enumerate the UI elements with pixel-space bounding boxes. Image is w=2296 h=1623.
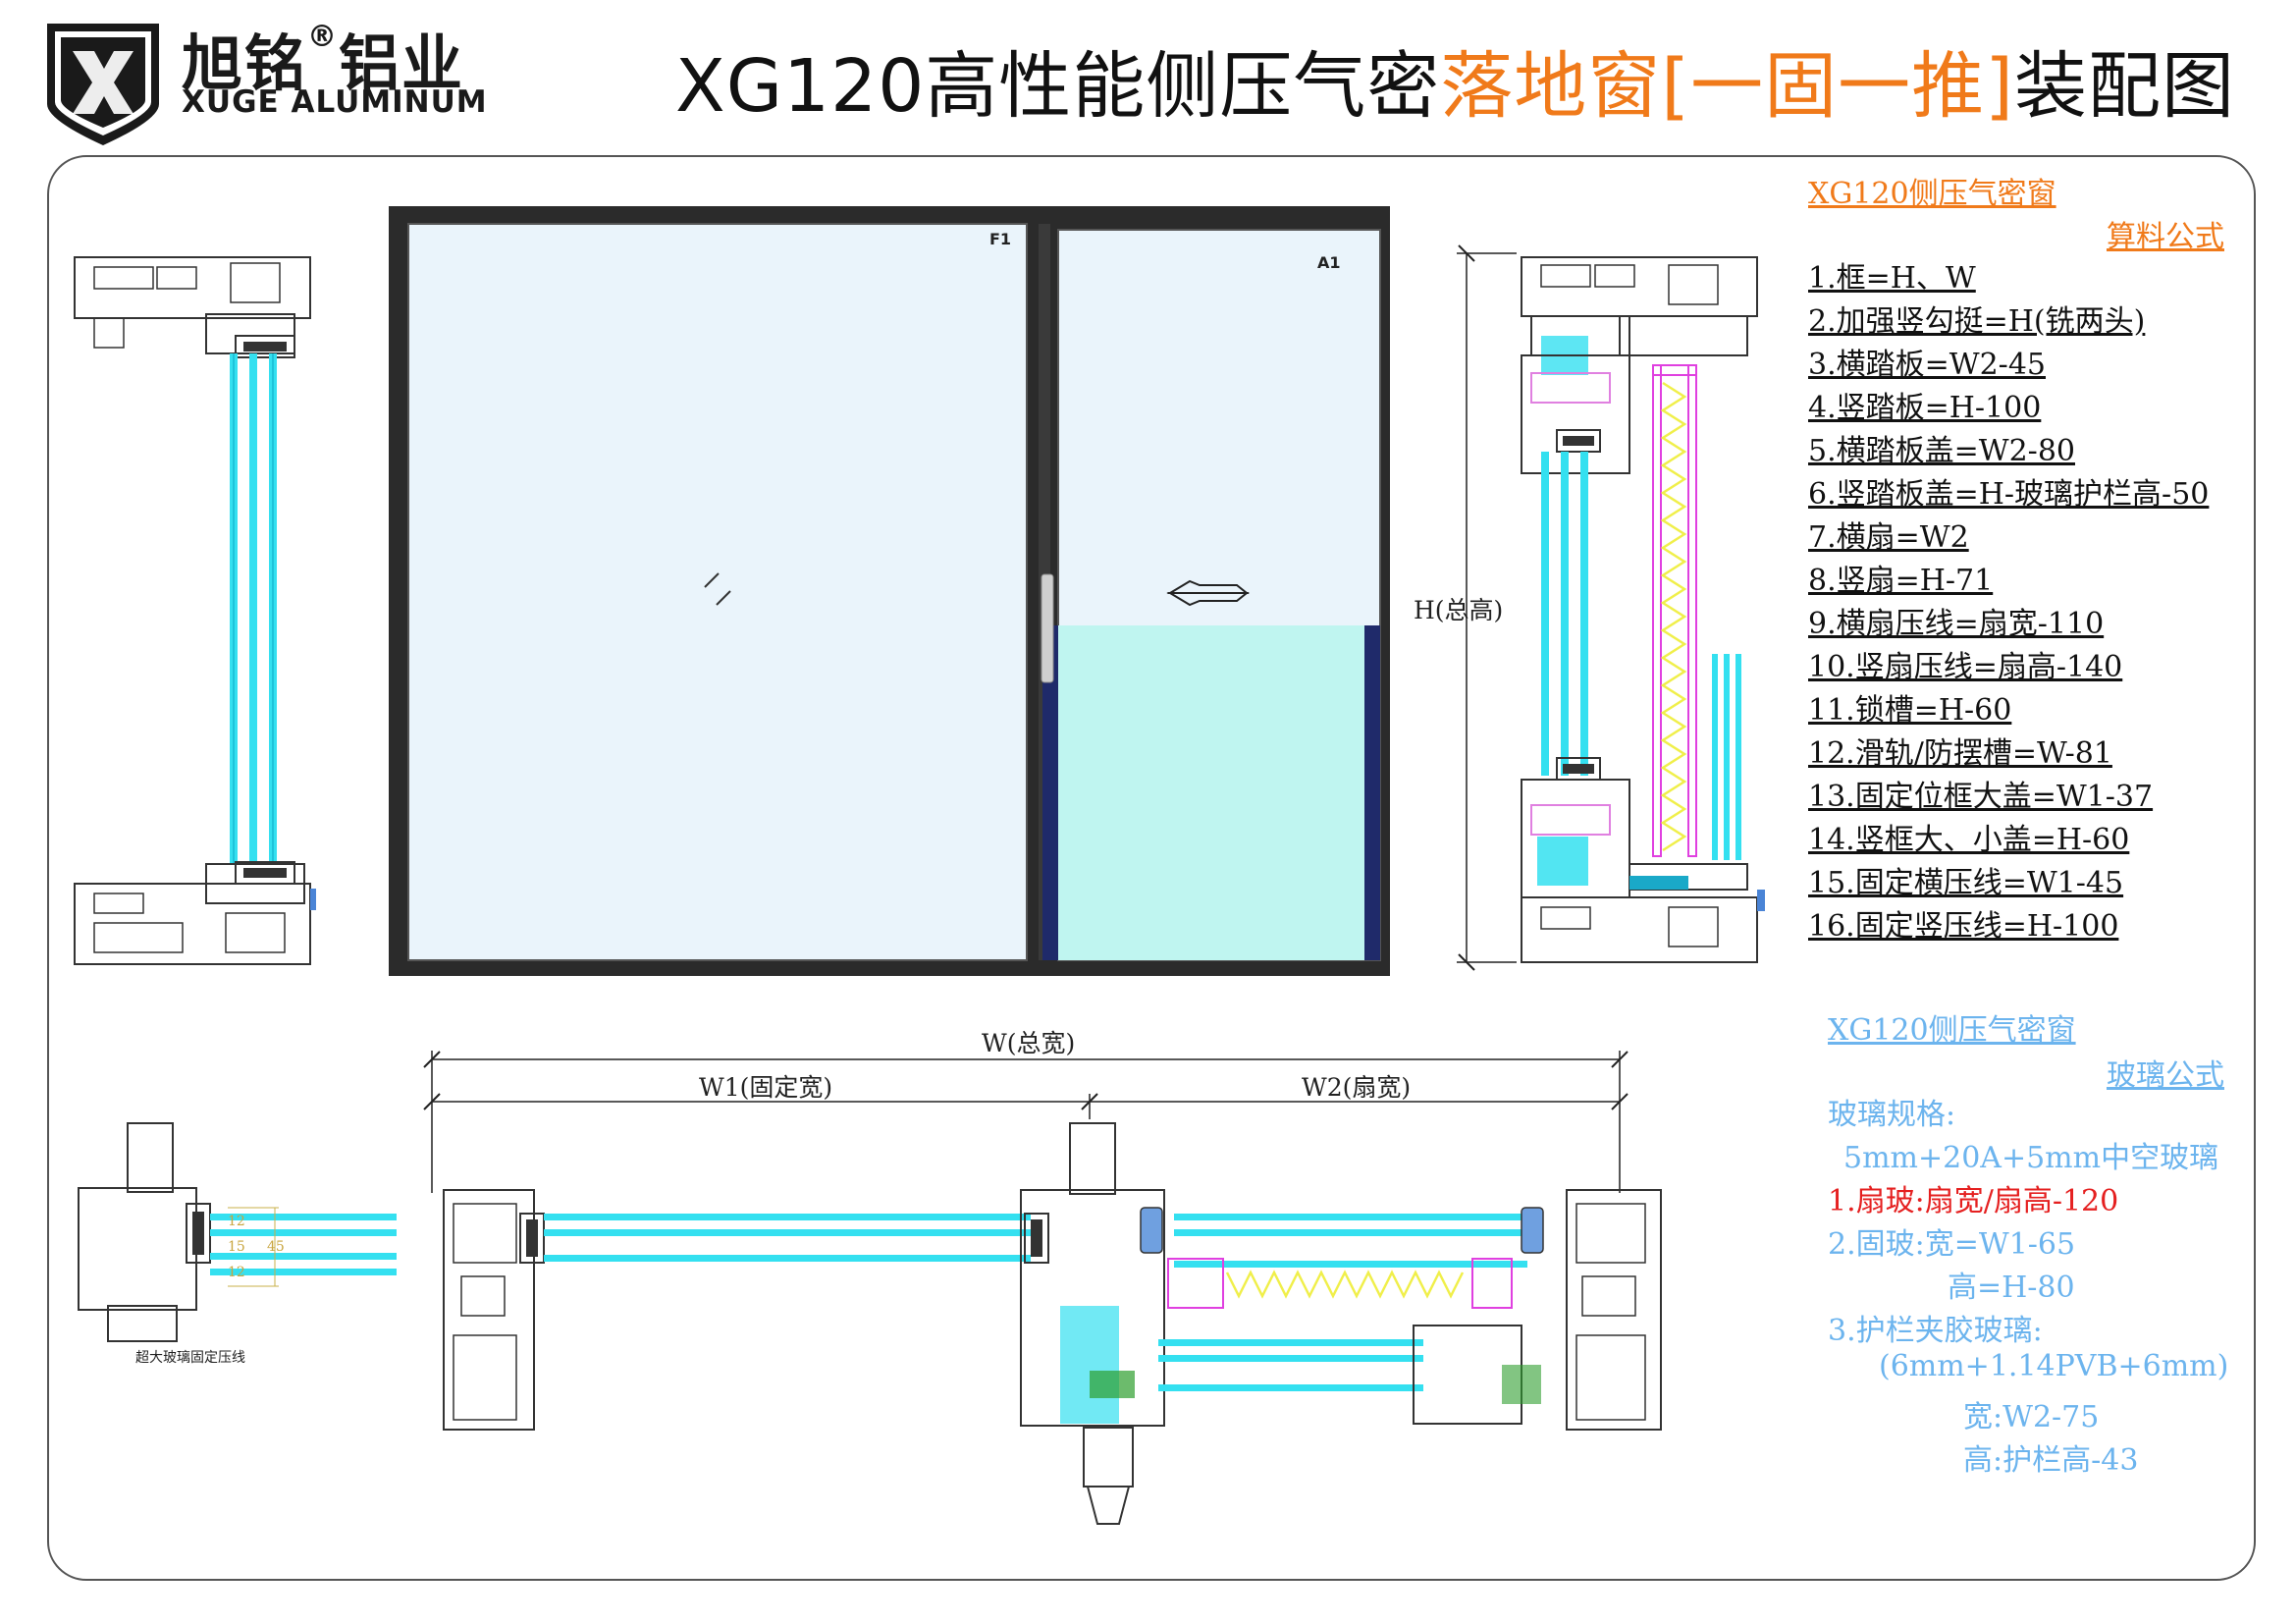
pane-label-f1: F1 [989, 230, 1012, 248]
glass-item-3-width: 宽:W2-75 [1963, 1400, 2100, 1434]
glass-item-3: 3.护栏夹胶玻璃: [1828, 1314, 2043, 1348]
glass-item-3-spec: (6mm+1.14PVB+6mm) [1879, 1349, 2229, 1383]
cutting-title: XG120侧压气密窗 [1808, 177, 2056, 211]
glass-item-2b: 高=H-80 [1948, 1271, 2075, 1305]
cutting-formula-item: 5.横踏板盖=W2-80 [1808, 434, 2075, 468]
cutting-formula-item: 6.竖踏板盖=H-玻璃护栏高-50 [1808, 477, 2210, 512]
cutting-formula-item: 15.固定横压线=W1-45 [1808, 866, 2124, 900]
cutting-subtitle: 算料公式 [2107, 220, 2224, 254]
cutting-formula-item: 16.固定竖压线=H-100 [1808, 909, 2119, 944]
cutting-formula-item: 8.竖扇=H-71 [1808, 564, 1994, 598]
pane-label-a1: A1 [1317, 253, 1341, 272]
dim-12-bottom: 12 [228, 1265, 245, 1280]
cutting-formula-item: 1.框=H、W [1808, 261, 1976, 296]
width-dimensions [423, 1051, 1629, 1193]
brand-name-cn: 旭铭®铝业 [182, 20, 465, 99]
glass-title: XG120侧压气密窗 [1828, 1013, 2076, 1048]
cutting-formula-item: 10.竖扇压线=扇高-140 [1808, 650, 2123, 684]
dim-45: 45 [267, 1239, 285, 1255]
detail-caption: 超大玻璃固定压线 [135, 1350, 245, 1366]
cutting-formula-item: 4.竖踏板=H-100 [1808, 391, 2042, 425]
horizontal-section [443, 1122, 1662, 1525]
cutting-formula-item: 13.固定位框大盖=W1-37 [1808, 780, 2154, 814]
window-elevation [389, 206, 1390, 976]
cutting-formula-item: 9.横扇压线=扇宽-110 [1808, 607, 2105, 641]
fixed-width-label: W1(固定宽) [699, 1073, 833, 1102]
glass-spec-value: 5mm+20A+5mm中空玻璃 [1843, 1141, 2219, 1175]
glass-item-3-height: 高:护栏高-43 [1963, 1443, 2139, 1478]
left-vertical-section [74, 256, 316, 965]
cutting-formula-item: 12.滑轨/防摆槽=W-81 [1808, 736, 2112, 771]
cutting-formula-item: 2.加强竖勾挺=H(铣两头) [1808, 304, 2146, 339]
total-width-label: W(总宽) [982, 1029, 1076, 1057]
cutting-formula-item: 7.横扇=W2 [1808, 520, 1969, 555]
glass-item-1: 1.扇玻:扇宽/扇高-120 [1828, 1184, 2119, 1218]
handle-icon [1041, 573, 1054, 683]
cutting-formula-item: 14.竖框大、小盖=H-60 [1808, 823, 2130, 857]
cutting-formula-item: 11.锁槽=H-60 [1808, 693, 2012, 728]
right-vertical-section [1521, 256, 1765, 963]
brand-name-en: XUGE ALUMINUM [182, 84, 488, 120]
dim-12-top: 12 [228, 1214, 245, 1229]
dim-15: 15 [228, 1239, 245, 1255]
drawing-border [47, 155, 2256, 1581]
fixed-pane-glass [407, 223, 1028, 961]
height-label: H(总高) [1414, 596, 1504, 624]
large-glass-bead-detail [78, 1122, 397, 1342]
brand-logo-icon [47, 24, 159, 145]
glass-subtitle: 玻璃公式 [2107, 1058, 2224, 1093]
page-title: XG120高性能侧压气密落地窗[一固一推]装配图 [675, 44, 2236, 129]
height-dimension [1457, 244, 1517, 971]
sash-width-label: W2(扇宽) [1302, 1073, 1412, 1102]
sliding-direction-icon [1166, 579, 1250, 607]
glass-spec-label: 玻璃规格: [1828, 1098, 1956, 1132]
glass-item-2: 2.固玻:宽=W1-65 [1828, 1227, 2076, 1262]
cutting-formula-item: 3.横踏板=W2-45 [1808, 348, 2046, 382]
